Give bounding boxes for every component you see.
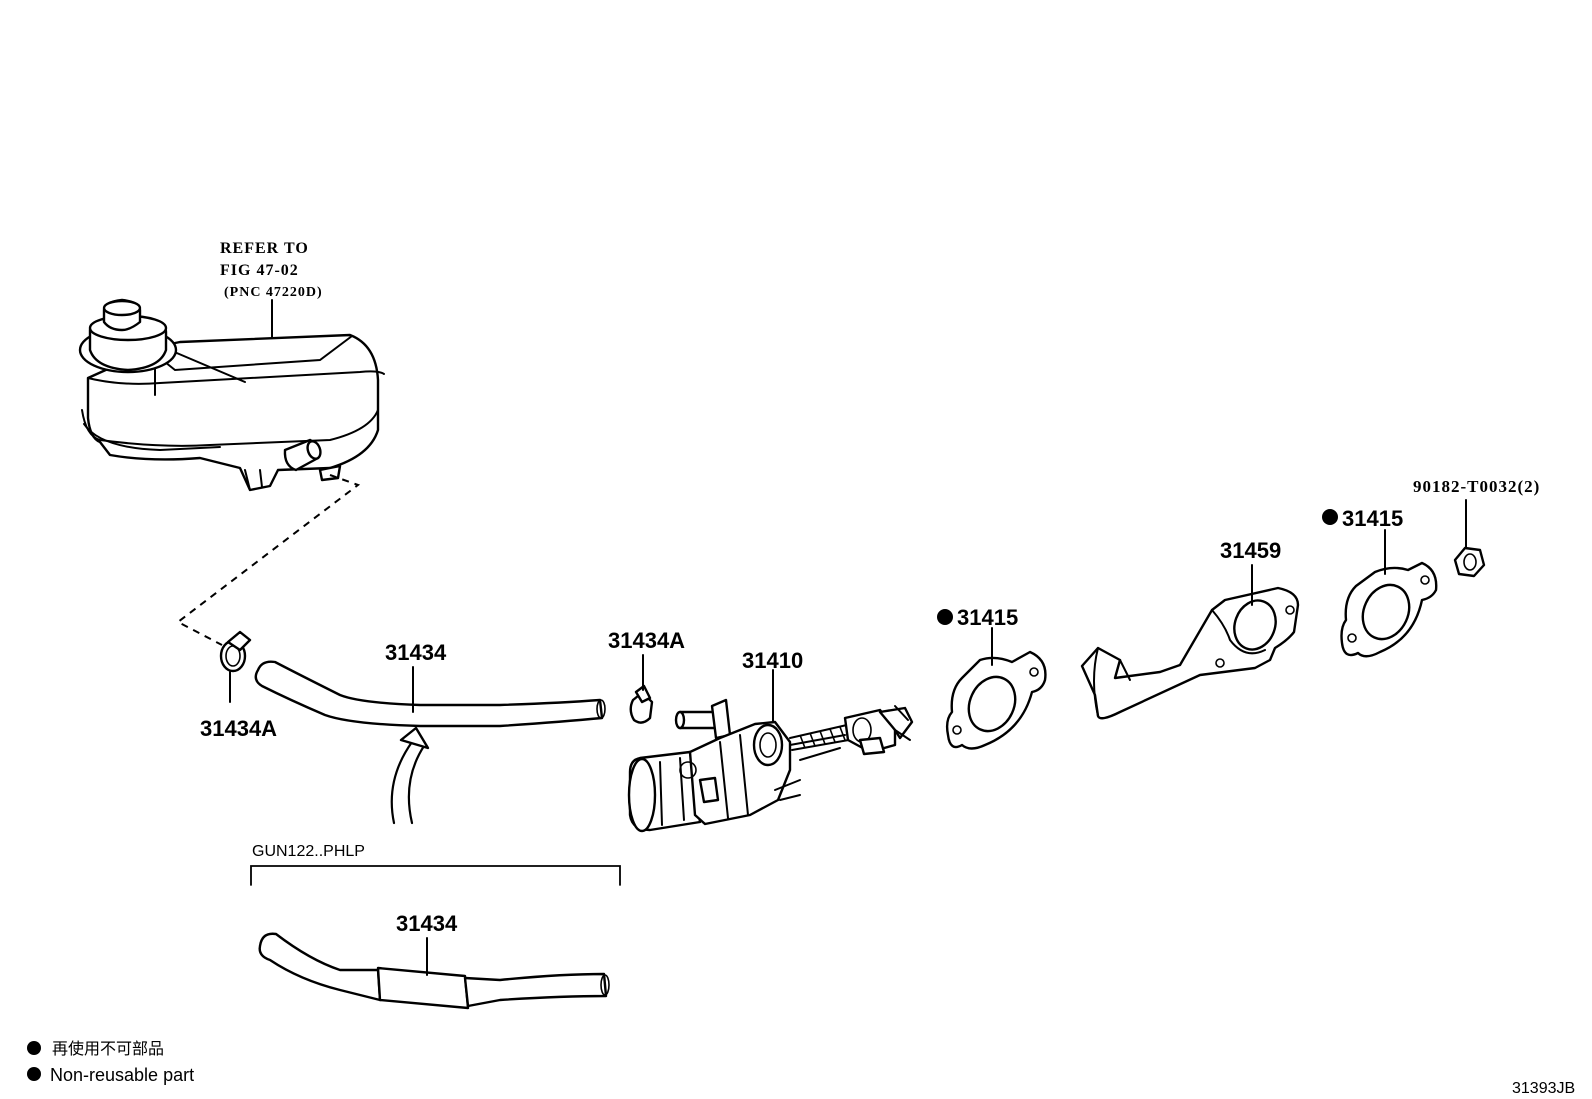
gasket-right-drawing bbox=[1340, 529, 1438, 658]
part-label-31459: 31459 bbox=[1220, 538, 1281, 563]
legend-bullet-jp bbox=[27, 1041, 41, 1055]
part-label-31434a-right: 31434A bbox=[608, 628, 685, 653]
part-label-31434-upper: 31434 bbox=[385, 640, 447, 665]
legend: 再使用不可部品 Non-reusable part bbox=[27, 1040, 194, 1085]
master-cylinder-drawing bbox=[627, 669, 914, 833]
hose-clamp-right-drawing bbox=[629, 654, 654, 724]
hose-clamp-left-drawing bbox=[219, 630, 252, 703]
connection-dashed-line bbox=[176, 474, 361, 646]
variant-label: GUN122..PHLP bbox=[252, 843, 365, 860]
legend-text-en: Non-reusable part bbox=[50, 1065, 194, 1085]
legend-text-jp: 再使用不可部品 bbox=[52, 1040, 164, 1058]
gasket-left-drawing bbox=[945, 627, 1047, 750]
variant-bracket: GUN122..PHLP bbox=[250, 843, 621, 886]
nut-drawing bbox=[1453, 499, 1486, 578]
hose-upper-drawing bbox=[254, 660, 606, 728]
part-label-31415-right: 31415 bbox=[1342, 506, 1403, 531]
reference-note: REFER TO FIG 47-02 (PNC 47220D) bbox=[220, 240, 323, 339]
part-label-31434a-left: 31434A bbox=[200, 716, 277, 741]
part-label-31415-left: 31415 bbox=[957, 605, 1018, 630]
reservoir-tank-drawing bbox=[78, 298, 385, 492]
hose-lower-drawing bbox=[258, 932, 610, 1010]
part-label-90182-t0032: 90182-T0032(2) bbox=[1413, 477, 1540, 496]
legend-bullet-en bbox=[27, 1067, 41, 1081]
reference-note-line-1: REFER TO bbox=[220, 240, 309, 257]
reference-note-line-3: (PNC 47220D) bbox=[224, 285, 323, 300]
part-label-31434-lower: 31434 bbox=[396, 911, 458, 936]
variant-arrow bbox=[390, 726, 430, 825]
figure-code: 31393JB bbox=[1512, 1080, 1575, 1097]
reference-note-line-2: FIG 47-02 bbox=[220, 262, 299, 279]
bracket-drawing bbox=[1080, 564, 1300, 720]
non-reusable-marker-left bbox=[937, 609, 953, 625]
part-label-31410: 31410 bbox=[742, 648, 803, 673]
non-reusable-marker-right bbox=[1322, 509, 1338, 525]
